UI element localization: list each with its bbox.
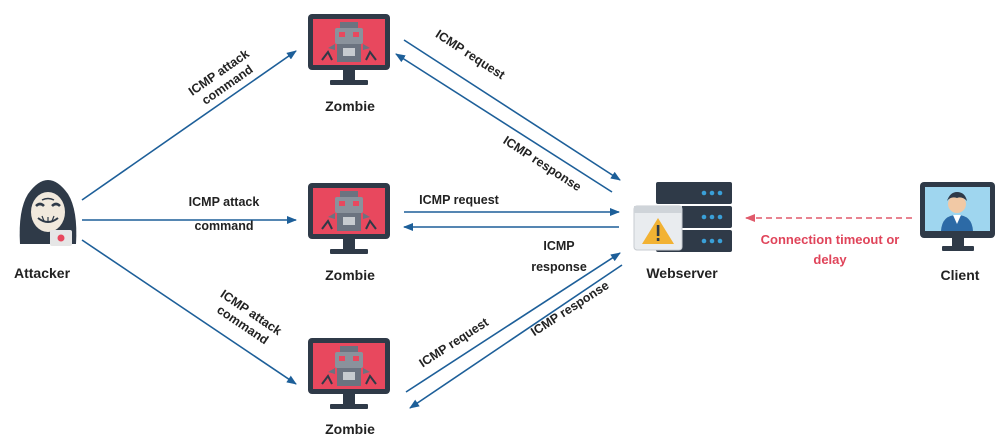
label-cmd-mid-line1: ICMP attack xyxy=(189,195,260,209)
label-cmd-mid-line2: command xyxy=(194,219,253,233)
label-resp-top: ICMP response xyxy=(501,133,584,194)
zombie-top-icon xyxy=(307,13,391,86)
label-resp-mid-line2: response xyxy=(531,260,587,274)
webserver-label: Webserver xyxy=(646,265,718,281)
arrow-cmd-top xyxy=(81,50,297,201)
zombie-mid-icon xyxy=(307,182,391,255)
arrow-req-bottom xyxy=(405,252,621,393)
attacker-icon xyxy=(19,180,77,246)
attacker-label: Attacker xyxy=(14,265,71,281)
label-resp-bottom: ICMP response xyxy=(528,278,611,339)
zombie-bottom-icon xyxy=(307,337,391,410)
arrow-req-top xyxy=(403,39,621,181)
arrow-resp-top xyxy=(395,53,613,193)
label-timeout-line1: Connection timeout or xyxy=(761,232,900,247)
label-req-mid: ICMP request xyxy=(419,193,499,207)
label-req-bottom: ICMP request xyxy=(417,315,492,371)
label-req-top: ICMP request xyxy=(433,27,508,83)
arrow-cmd-bottom xyxy=(81,239,297,385)
webserver-icon xyxy=(633,182,732,252)
arrow-resp-bottom xyxy=(409,264,623,409)
client-icon xyxy=(920,182,995,251)
zombie-top-label: Zombie xyxy=(325,98,375,114)
label-resp-mid-line1: ICMP xyxy=(543,239,574,253)
label-timeout-line2: delay xyxy=(813,252,847,267)
zombie-mid-label: Zombie xyxy=(325,267,375,283)
client-label: Client xyxy=(941,267,980,283)
zombie-bottom-label: Zombie xyxy=(325,421,375,437)
